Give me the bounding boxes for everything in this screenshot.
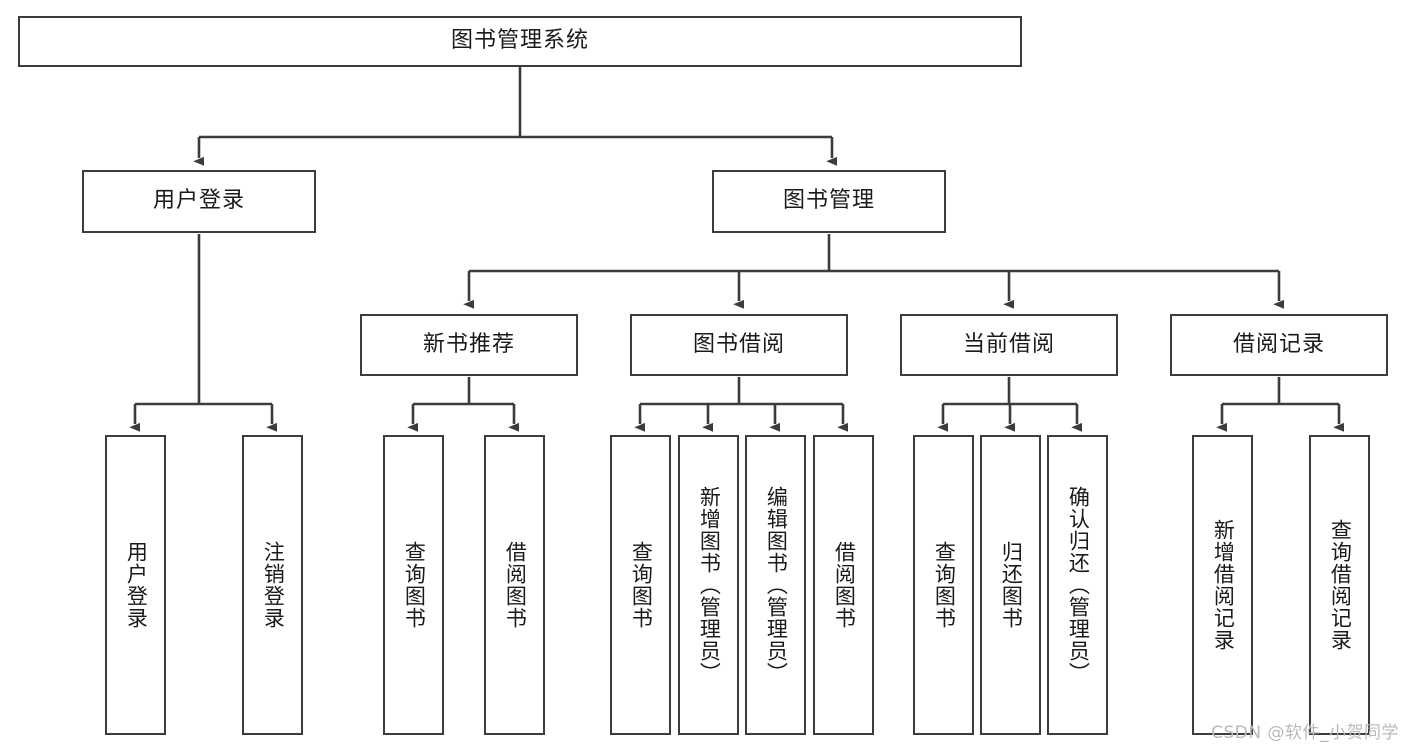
node-leaf-borrow-book-1-label: 借阅图书 <box>503 541 528 629</box>
node-user-login-label: 用户登录 <box>152 188 245 214</box>
node-leaf-return-book-label: 归还图书 <box>999 541 1024 629</box>
node-leaf-add-book-label: 新增图书（管理员） <box>697 486 722 684</box>
node-leaf-query-record-label: 查询借阅记录 <box>1328 519 1353 651</box>
node-leaf-user-login[interactable]: 用户登录 <box>105 435 166 735</box>
node-leaf-logout-login-label: 注销登录 <box>261 541 286 629</box>
node-root-label: 图书管理系统 <box>450 28 589 54</box>
node-leaf-borrow-book-1[interactable]: 借阅图书 <box>484 435 545 735</box>
node-leaf-add-record[interactable]: 新增借阅记录 <box>1192 435 1253 735</box>
node-leaf-user-login-label: 用户登录 <box>124 541 149 629</box>
node-book-borrow-label: 图书借阅 <box>692 331 785 357</box>
node-leaf-query-book-3-label: 查询图书 <box>932 541 957 629</box>
node-new-book-recommend-label: 新书推荐 <box>422 331 515 357</box>
node-leaf-add-book[interactable]: 新增图书（管理员） <box>678 435 739 735</box>
node-borrow-record-label: 借阅记录 <box>1232 331 1325 357</box>
node-new-book-recommend[interactable]: 新书推荐 <box>360 314 578 376</box>
node-leaf-edit-book[interactable]: 编辑图书（管理员） <box>745 435 806 735</box>
node-leaf-query-book-1-label: 查询图书 <box>402 541 427 629</box>
node-leaf-query-book-1[interactable]: 查询图书 <box>383 435 444 735</box>
node-current-borrow[interactable]: 当前借阅 <box>900 314 1118 376</box>
node-leaf-confirm-return[interactable]: 确认归还（管理员） <box>1047 435 1108 735</box>
node-book-manage-label: 图书管理 <box>782 188 875 214</box>
node-leaf-add-record-label: 新增借阅记录 <box>1211 519 1236 651</box>
node-book-borrow[interactable]: 图书借阅 <box>630 314 848 376</box>
node-leaf-query-book-2[interactable]: 查询图书 <box>610 435 671 735</box>
node-root[interactable]: 图书管理系统 <box>18 16 1022 67</box>
node-borrow-record[interactable]: 借阅记录 <box>1170 314 1388 376</box>
node-leaf-borrow-book-2[interactable]: 借阅图书 <box>813 435 874 735</box>
node-leaf-query-book-2-label: 查询图书 <box>629 541 654 629</box>
node-book-manage[interactable]: 图书管理 <box>712 170 946 233</box>
node-leaf-logout-login[interactable]: 注销登录 <box>242 435 303 735</box>
node-user-login[interactable]: 用户登录 <box>82 170 316 233</box>
node-leaf-borrow-book-2-label: 借阅图书 <box>832 541 857 629</box>
node-leaf-query-record[interactable]: 查询借阅记录 <box>1309 435 1370 735</box>
node-current-borrow-label: 当前借阅 <box>962 331 1055 357</box>
node-leaf-query-book-3[interactable]: 查询图书 <box>913 435 974 735</box>
node-leaf-return-book[interactable]: 归还图书 <box>980 435 1041 735</box>
node-leaf-confirm-return-label: 确认归还（管理员） <box>1066 486 1091 684</box>
node-leaf-edit-book-label: 编辑图书（管理员） <box>764 486 789 684</box>
